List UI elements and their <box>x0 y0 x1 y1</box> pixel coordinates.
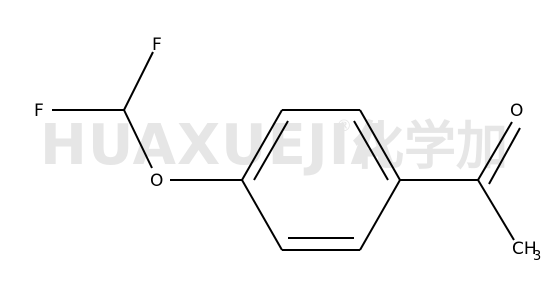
watermark-brand: HUAXUEJIA <box>40 113 395 178</box>
ring-bond-4 <box>359 179 401 251</box>
bond-carbonyl-to-methyl <box>477 179 515 241</box>
ring-bond-3 <box>359 109 401 181</box>
bonds <box>52 51 521 251</box>
ring-bond-1 <box>241 109 283 181</box>
atom-oxygen-ether: O <box>150 171 163 191</box>
atom-labels: F F O O CH 3 <box>34 35 541 264</box>
ring-bond-6 <box>241 179 283 251</box>
ring-bond-1-inner <box>253 120 289 181</box>
bond-carbonyl-c-o-double <box>488 127 521 185</box>
atom-oxygen-carbonyl: O <box>510 101 523 121</box>
bond-carbonyl-c-o <box>477 121 513 181</box>
atom-methyl: CH <box>512 239 537 259</box>
watermark-chinese: 化学加 <box>352 117 508 177</box>
ring-bond-3-inner <box>353 120 389 181</box>
watermark: HUAXUEJIA ® 化学加 <box>40 113 508 178</box>
bond-chf2-to-o <box>123 109 153 169</box>
watermark-registered-mark: ® <box>336 116 352 135</box>
atom-fluorine-left: F <box>34 101 44 121</box>
atom-methyl-subscript: 3 <box>533 249 541 264</box>
bond-f-top-to-chf2 <box>123 51 154 111</box>
atom-fluorine-top: F <box>152 35 162 55</box>
